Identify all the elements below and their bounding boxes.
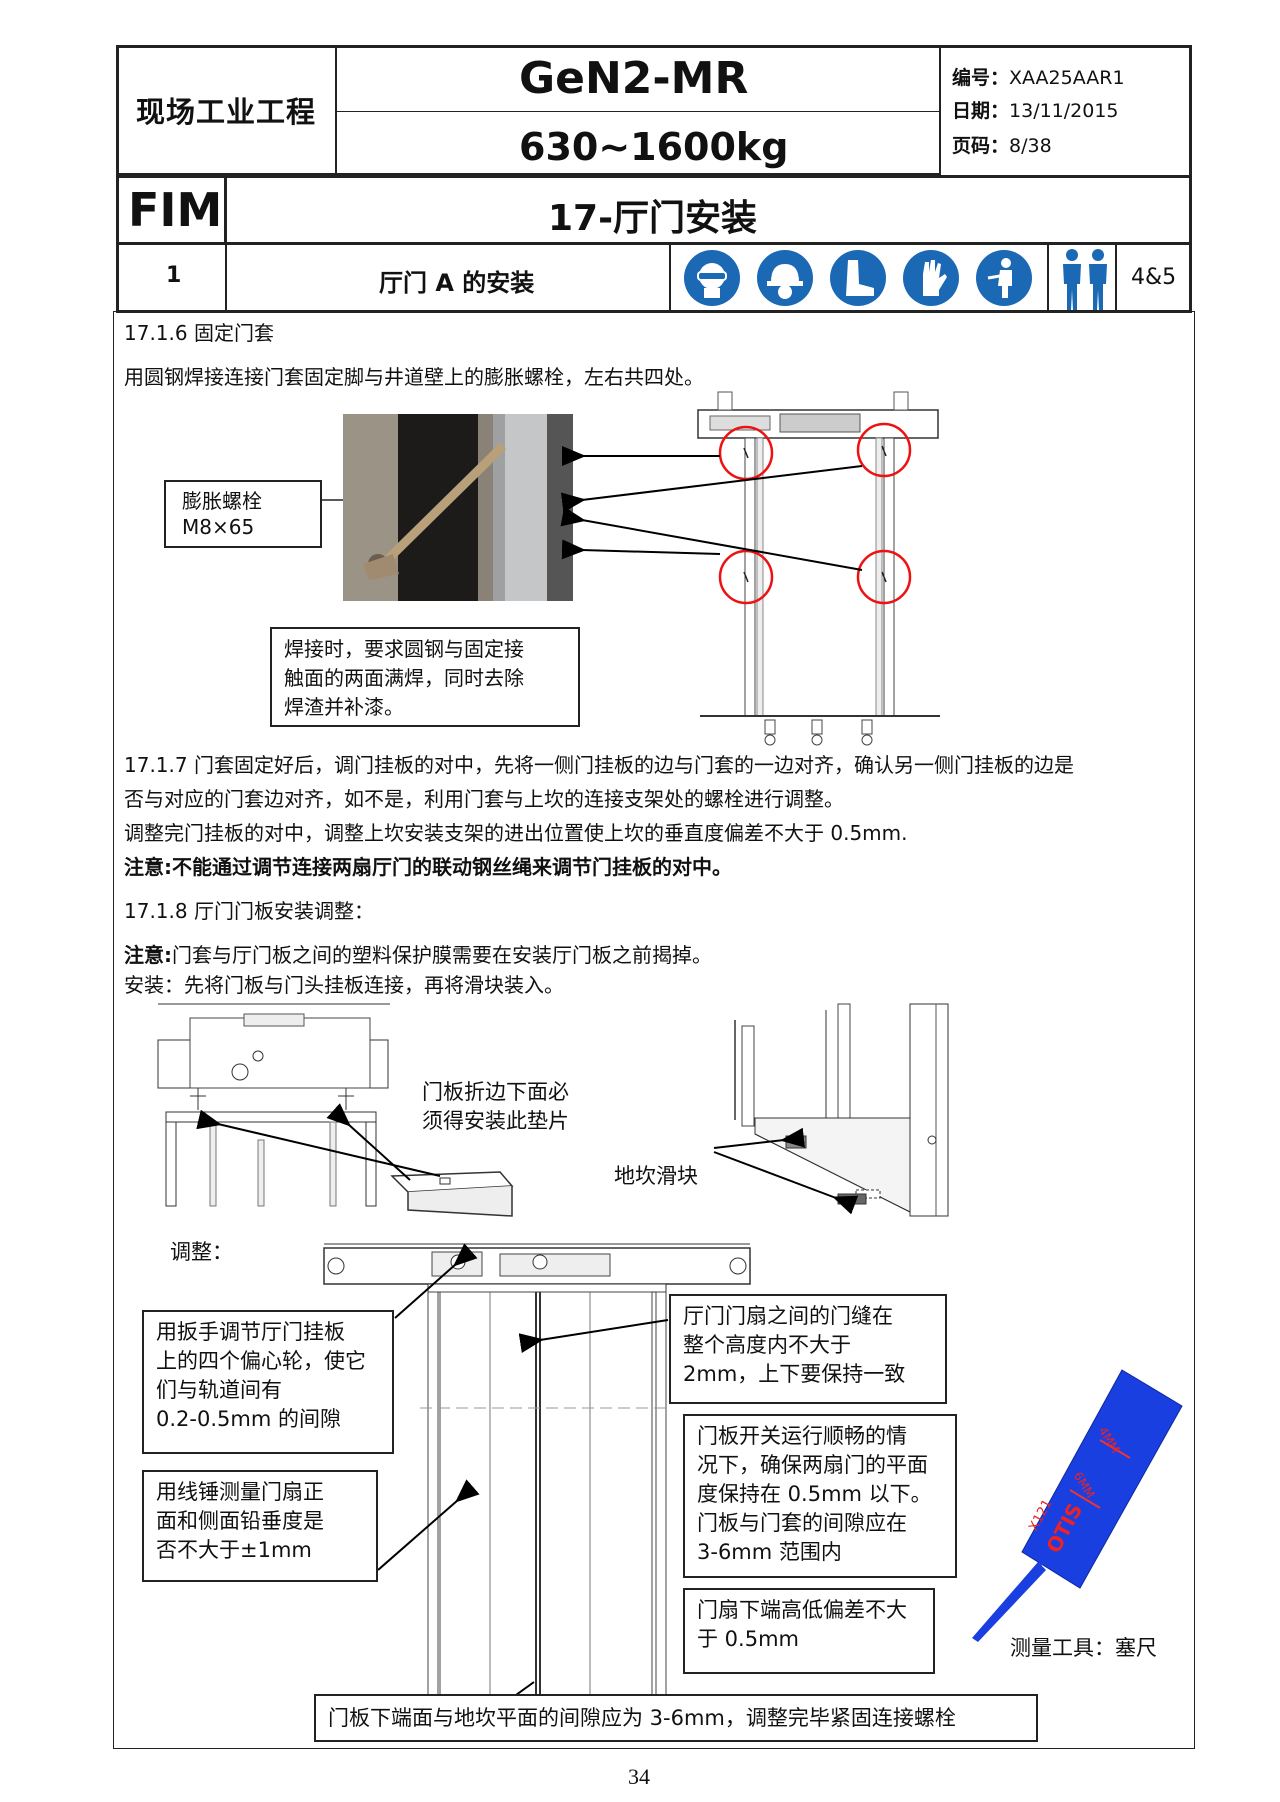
content-frame	[113, 311, 1195, 1749]
bolt-welding-photo	[343, 414, 573, 601]
doc-code: 编号：XAA25AAR1	[952, 63, 1125, 90]
eccentric-adjust-note: 用扳手调节厅门挂板 上的四个偏心轮，使它 们与轨道间有 0.2-0.5mm 的间…	[142, 1310, 394, 1454]
date-value: 13/11/2015	[1009, 100, 1119, 122]
note-bold-prefix: 注意:	[124, 943, 172, 967]
plumb-note: 用线锤测量门扇正 面和侧面铅垂度是 否不大于±1mm	[142, 1470, 378, 1582]
section-1717-line2: 否与对应的门套边对齐，如不是，利用门套与上坎的连接支架处的螺栓进行调整。	[124, 787, 844, 811]
doc-page: 页码：8/38	[952, 131, 1052, 158]
feeler-gauge-icon	[972, 1369, 1183, 1642]
section-number: 1	[166, 263, 182, 288]
page-label: 页码：	[952, 135, 1010, 157]
header-table: 现场工业工程 GeN2-MR 630~1600kg 编号：XAA25AAR1 日…	[116, 45, 1192, 313]
persons-count: 4&5	[1131, 265, 1177, 290]
section-1717-warning: 注意:不能通过调节连接两扇厅门的联动钢丝绳来调节门挂板的对中。	[124, 855, 732, 879]
date-label: 日期：	[952, 100, 1010, 122]
safety-boots-icon	[830, 250, 886, 306]
title-cell	[335, 45, 941, 175]
section-1718-heading: 17.1.8 厅门门板安装调整：	[124, 899, 374, 923]
height-deviation-note: 门扇下端高低偏差不大 于 0.5mm	[683, 1588, 935, 1674]
hanger-and-sill-drawings	[157, 1003, 949, 1217]
door-panel-assembly-drawing	[323, 1243, 751, 1729]
model-title: GeN2-MR	[519, 53, 749, 104]
dept-label: 现场工业工程	[136, 95, 317, 129]
section-1718-install: 安装：先将门板与门头挂板连接，再将滑块装入。	[124, 973, 564, 997]
weld-note-box: 焊接时，要求圆钢与固定接 触面的两面满焊，同时去除 焊渣并补漆。	[270, 627, 580, 727]
measuring-tool-label: 测量工具：塞尺	[1010, 1636, 1157, 1660]
adjust-label: 调整：	[170, 1240, 233, 1264]
doc-date: 日期：13/11/2015	[952, 96, 1119, 123]
page-number: 34	[628, 1764, 650, 1789]
harness-icon	[976, 250, 1032, 306]
hard-hat-icon	[757, 250, 813, 306]
shim-label: 门板折边下面必 须得安装此垫片	[422, 1080, 569, 1133]
section-1716-heading: 17.1.6 固定门套	[124, 321, 274, 345]
section-title: 厅门 A 的安装	[379, 269, 535, 297]
door-gap-note: 厅门门扇之间的门缝在 整个高度内不大于 2mm，上下要保持一致	[669, 1294, 947, 1404]
code-label: 编号：	[952, 67, 1010, 89]
chapter-title: 17-厅门安装	[548, 198, 758, 239]
bolt-label-box: 膨胀螺栓 M8×65	[164, 480, 322, 548]
sill-slider-label: 地坎滑块	[614, 1164, 698, 1188]
note-text: 门套与厅门板之间的塑料保护膜需要在安装厅门板之前揭掉。	[172, 943, 712, 967]
gloves-icon	[903, 250, 959, 306]
capacity-title: 630~1600kg	[519, 125, 789, 169]
page-value: 8/38	[1009, 135, 1052, 157]
safety-goggles-icon	[684, 250, 740, 306]
code-value: XAA25AAR1	[1009, 67, 1125, 89]
section-1717-line3: 调整完门挂板的对中，调整上坎安装支架的进出位置使上坎的垂直度偏差不大于 0.5m…	[124, 821, 908, 845]
door-frame-drawing	[322, 391, 940, 746]
fim-label: FIM	[128, 183, 223, 237]
flatness-note: 门板开关运行顺畅的情 况下，确保两扇门的平面 度保持在 0.5mm 以下。 门板…	[683, 1414, 957, 1578]
two-persons-icon	[1063, 249, 1107, 310]
section-1717-line1: 17.1.7 门套固定好后，调门挂板的对中，先将一侧门挂板的边与门套的一边对齐，…	[124, 753, 1074, 777]
bottom-gap-note: 门板下端面与地坎平面的间隙应为 3-6mm，调整完毕紧固连接螺栓	[314, 1694, 1038, 1742]
section-1716-text: 用圆钢焊接连接门套固定脚与井道壁上的膨胀螺栓，左右共四处。	[124, 365, 704, 389]
section-1718-note: 注意:门套与厅门板之间的塑料保护膜需要在安装厅门板之前揭掉。	[124, 938, 712, 972]
